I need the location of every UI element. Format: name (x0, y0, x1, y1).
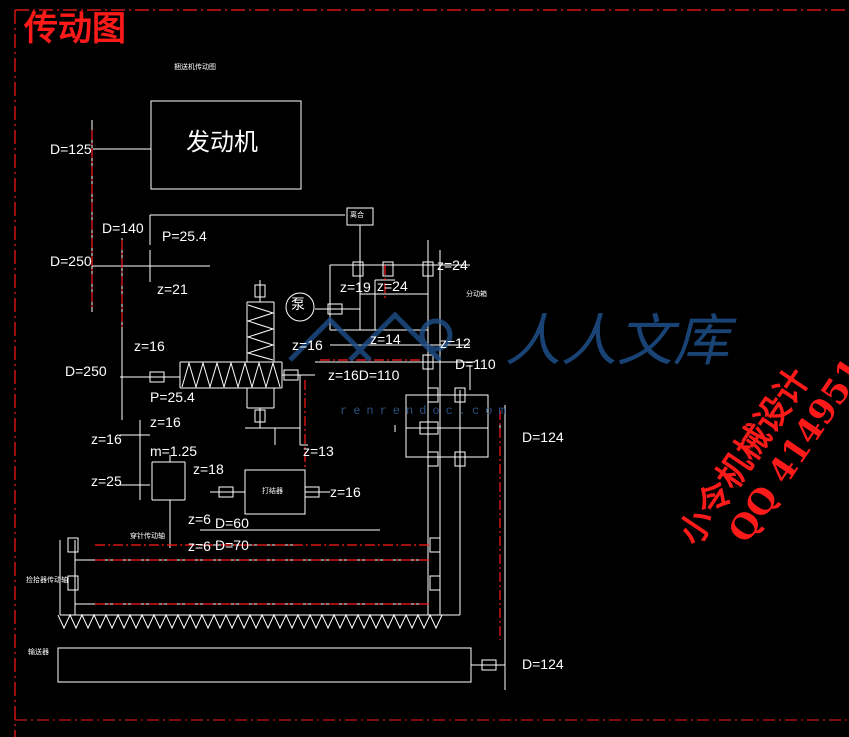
main-shafts (91, 120, 380, 548)
label-pickup-shaft: 捡拾器传动轴 (26, 576, 68, 584)
label-d124-upper: D=124 (522, 429, 564, 445)
label-d60: D=60 (215, 515, 249, 531)
label-z18: z=18 (193, 461, 224, 477)
label-z24-inner: z=24 (377, 278, 408, 294)
label-z21: z=21 (157, 281, 188, 297)
label-needle-shaft: 穿针传动轴 (130, 532, 165, 540)
bearing-marks (67, 261, 497, 671)
label-m125: m=1.25 (150, 443, 198, 459)
diagram-subtitle: 捆送机传动图 (174, 63, 216, 71)
label-z6-b-d70: z=6 (188, 538, 211, 554)
label-z13: z=13 (303, 443, 334, 459)
label-d250-mid: D=250 (65, 363, 107, 379)
label-d110: D=110 (455, 356, 496, 372)
label-z6-a: z=6 (188, 511, 211, 527)
pump-label: 泵 (291, 297, 305, 313)
label-conveyor: 输送器 (28, 648, 49, 656)
label-z25: z=25 (91, 473, 122, 489)
watermark-logo (288, 311, 453, 362)
label-z16-f: z=16 (330, 484, 361, 500)
vertical-helix (246, 304, 275, 361)
label-knotter: 打结器 (262, 487, 283, 495)
label-d124-lower: D=124 (522, 656, 564, 672)
label-d250-top: D=250 (50, 253, 92, 269)
label-clutch: 离合 (350, 211, 364, 219)
label-z16-c: z=16 (91, 431, 122, 447)
label-p254-mid: P=25.4 (150, 389, 195, 405)
diagram-title: 传动图 (24, 9, 126, 49)
engine-label: 发动机 (186, 128, 258, 156)
engine-box (150, 100, 302, 190)
label-d140: D=140 (102, 220, 144, 236)
horizontal-helix (181, 361, 281, 389)
label-distributor: 分动箱 (466, 290, 487, 298)
label-z19: z=19 (340, 279, 371, 295)
watermark-cn: 人人文库 (505, 309, 729, 374)
label-z24-outer: z=24 (437, 257, 468, 273)
conveyor-box (57, 647, 472, 683)
label-d70: D=70 (215, 537, 249, 553)
label-z16-d: z=16 (292, 337, 323, 353)
label-z16-d110: z=16D=110 (328, 367, 400, 383)
drawing-frame (14, 9, 849, 737)
pickup-teeth (57, 613, 443, 630)
watermark-site: renrendoc.com (340, 404, 512, 418)
label-z16-b: z=16 (150, 414, 181, 430)
center-lines (91, 130, 501, 640)
label-z12: z=12 (440, 335, 471, 351)
label-z16-a: z=16 (134, 338, 165, 354)
pump-circle (285, 292, 315, 322)
label-z14: z=14 (370, 331, 401, 347)
label-d125: D=125 (50, 141, 92, 157)
label-p254-top: P=25.4 (162, 228, 207, 244)
